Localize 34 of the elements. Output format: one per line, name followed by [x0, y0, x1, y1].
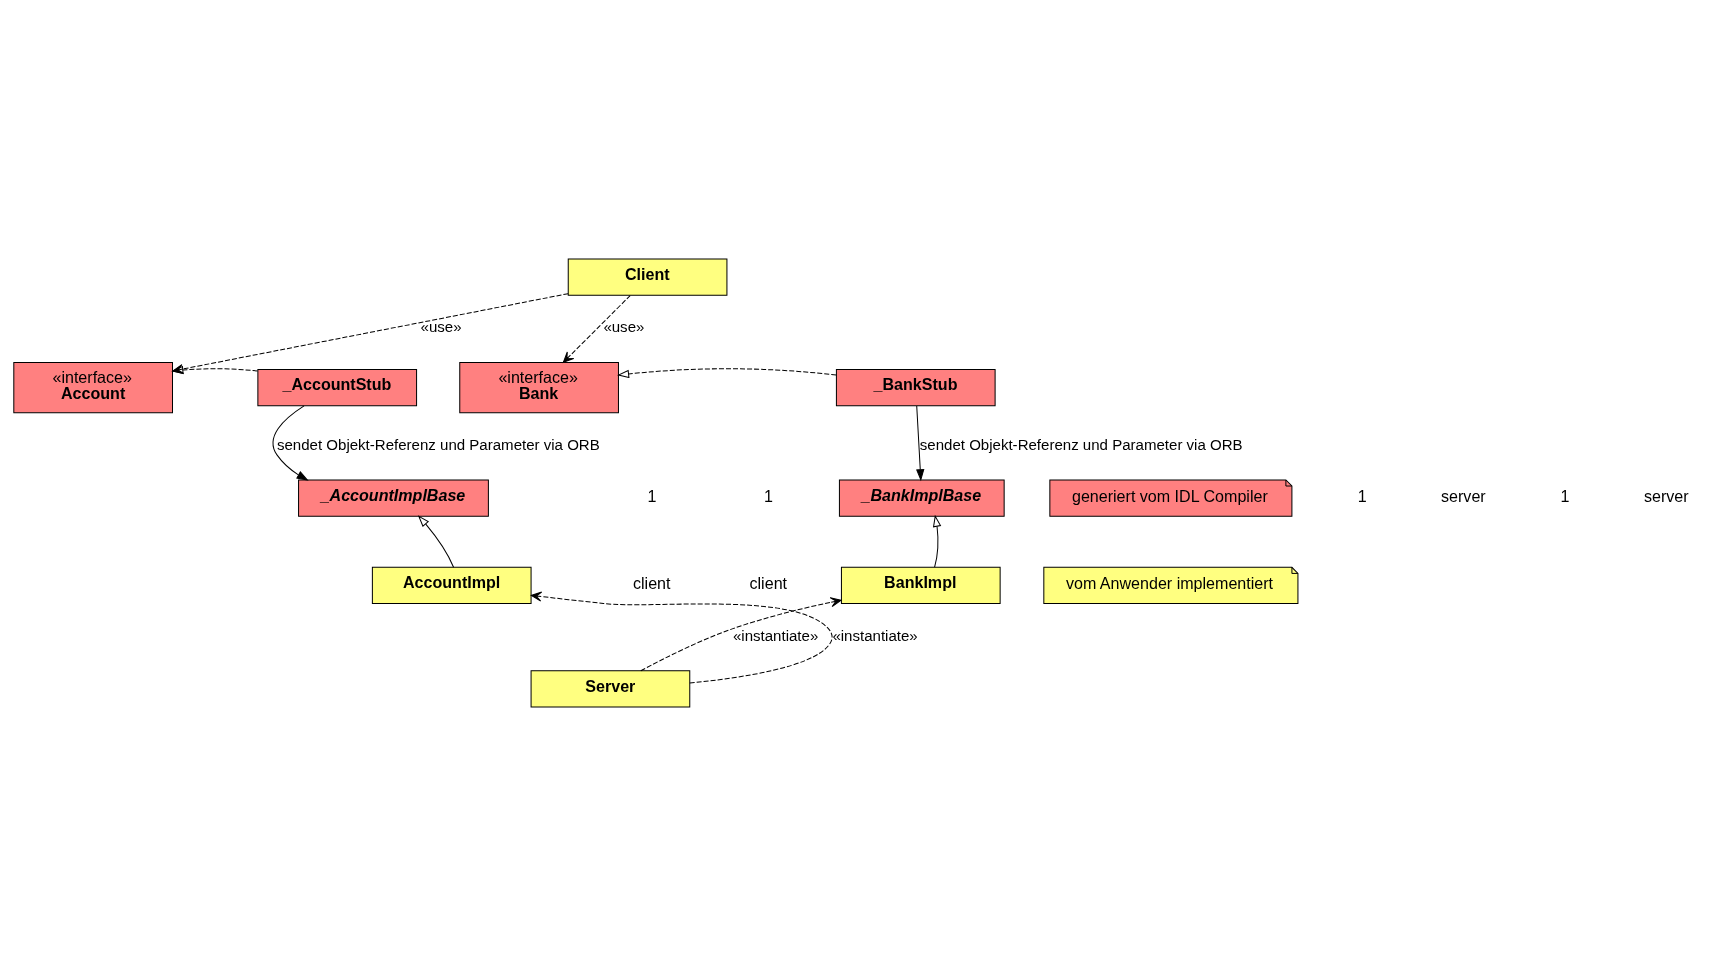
node-box: _BankImplBase — [838, 479, 1005, 517]
arrow — [418, 515, 455, 568]
label: 1 — [1560, 486, 1570, 505]
label: 1 — [764, 486, 774, 505]
label: 1 — [1357, 486, 1367, 505]
node-box: Server — [530, 669, 691, 707]
arrow — [172, 365, 259, 374]
arrow — [272, 404, 308, 480]
edge-label: sendet Objekt-Referenz und Parameter via ORB — [276, 435, 600, 453]
label: 1 — [647, 486, 657, 505]
edge-label: sendet Objekt-Referenz und Parameter via ORB — [919, 435, 1243, 453]
arrow — [530, 591, 833, 683]
label: client — [633, 573, 671, 592]
arrow — [172, 292, 569, 374]
arrow — [562, 294, 631, 363]
node-box: _AccountStub — [257, 368, 418, 406]
label: server — [1441, 486, 1486, 505]
node-box: AccountImpl — [371, 566, 532, 604]
arrow — [933, 515, 941, 568]
label: client — [749, 573, 788, 592]
arrow — [640, 596, 842, 671]
edge-label: «instantiate» — [832, 626, 918, 644]
label: server — [1643, 486, 1689, 505]
node-box: BankImpl — [840, 566, 1001, 604]
node-box: «interface» Bank — [459, 361, 619, 413]
arrow — [618, 367, 837, 378]
edge-label: «instantiate» — [732, 626, 819, 644]
node-box: «interface» Account — [13, 361, 173, 413]
node-box: Client — [567, 258, 728, 296]
edge-label: «use» — [603, 317, 645, 335]
edge-label: «use» — [420, 317, 462, 335]
node-box: _AccountImplBase — [298, 479, 489, 517]
node-box: _BankStub — [835, 368, 996, 406]
arrow — [916, 405, 925, 480]
